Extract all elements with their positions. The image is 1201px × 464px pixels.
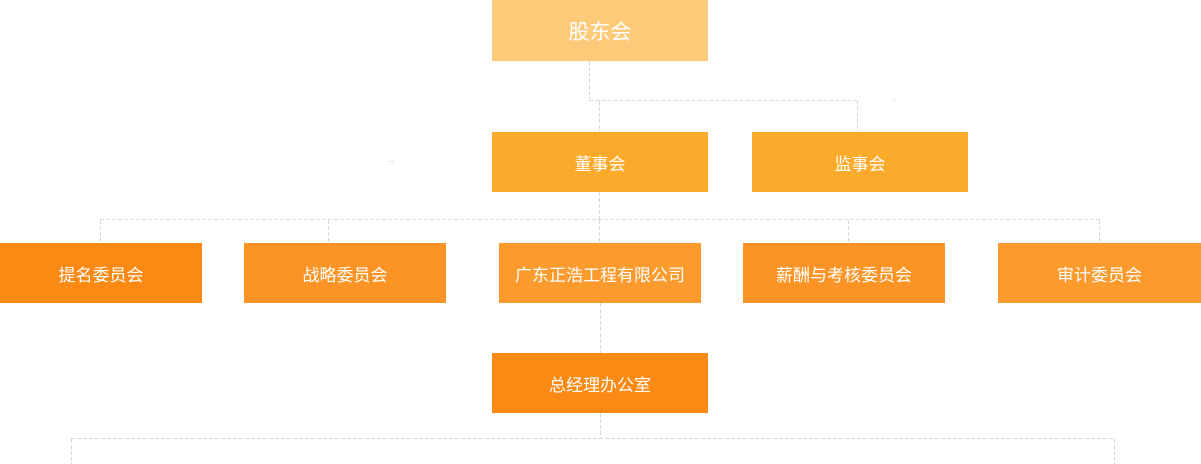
decorative-dot — [893, 100, 895, 101]
node-nomination-committee: 提名委员会 — [0, 243, 202, 303]
node-strategy-committee: 战略委员会 — [244, 243, 446, 303]
node-gm-office: 总经理办公室 — [492, 353, 708, 413]
node-label: 董事会 — [574, 154, 626, 175]
node-audit-committee: 审计委员会 — [998, 243, 1201, 303]
node-company: 广东正浩工程有限公司 — [499, 243, 701, 303]
node-label: 审计委员会 — [1057, 265, 1142, 286]
node-compensation-committee: 薪酬与考核委员会 — [743, 243, 945, 303]
node-shareholders: 股东会 — [492, 0, 708, 61]
decorative-dot — [389, 161, 394, 162]
node-board: 董事会 — [492, 132, 708, 192]
node-label: 广东正浩工程有限公司 — [515, 265, 685, 286]
node-label: 监事会 — [834, 154, 886, 175]
node-label: 提名委员会 — [58, 265, 144, 286]
node-label: 股东会 — [568, 19, 632, 44]
node-label: 战略委员会 — [302, 265, 388, 286]
node-label: 薪酬与考核委员会 — [776, 265, 912, 286]
node-label: 总经理办公室 — [549, 375, 651, 396]
node-supervisors: 监事会 — [752, 132, 968, 192]
